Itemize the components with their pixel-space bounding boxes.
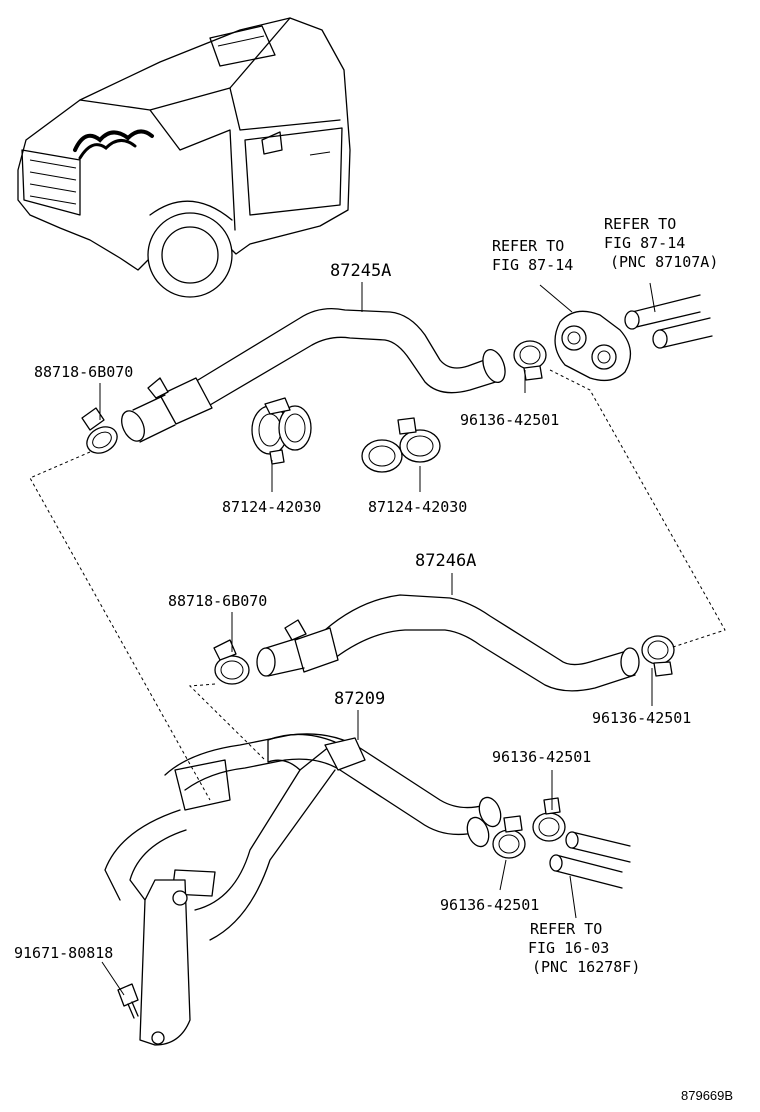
routing-lines [29, 369, 726, 801]
clamp-88718-upper [81, 407, 118, 454]
ref-center-line2: FIG 87-14 [492, 256, 573, 274]
clamp-96136-lower-bottom [492, 815, 526, 859]
label-96136-upper: 96136-42501 [460, 411, 559, 429]
label-87245a: 87245A [330, 261, 391, 281]
label-87209: 87209 [334, 689, 385, 709]
clamp-96136-lower-top [532, 797, 566, 842]
vehicle-illustration [17, 17, 351, 298]
label-87124-left: 87124-42030 [222, 498, 321, 516]
heater-pipes-lower [549, 831, 631, 889]
part-labels: 87245A 88718-6B070 96136-42501 87124-420… [14, 215, 733, 1103]
label-88718-upper: 88718-6B070 [34, 363, 133, 381]
clamp-96136-middle [641, 635, 675, 677]
hose-87245a [121, 307, 506, 443]
label-96136-lower-bottom: 96136-42501 [440, 896, 539, 914]
ref-right-line3: (PNC 87107A) [610, 253, 718, 271]
hose-bracket [139, 879, 191, 1046]
hose-87209 [104, 733, 502, 941]
ref-bottom-line3: (PNC 16278F) [532, 958, 640, 976]
clamp-88718-middle [213, 639, 250, 685]
ref-center-line1: REFER TO [492, 237, 564, 255]
ref-bottom-line2: FIG 16-03 [528, 939, 609, 957]
hose-87246a [256, 594, 640, 692]
ref-right-line2: FIG 87-14 [604, 234, 685, 252]
ref-right-line1: REFER TO [604, 215, 676, 233]
clamp-96136-upper [513, 340, 547, 381]
figure-id: 879669B [681, 1088, 733, 1103]
clip-87124-right [361, 417, 441, 473]
label-88718-middle: 88718-6B070 [168, 592, 267, 610]
highlighted-hose-icon [73, 129, 154, 152]
label-87124-right: 87124-42030 [368, 498, 467, 516]
ref-bottom-line1: REFER TO [530, 920, 602, 938]
clip-87124-left [251, 397, 312, 465]
label-96136-lower-top: 96136-42501 [492, 748, 591, 766]
label-91671-bolt: 91671-80818 [14, 944, 113, 962]
bolt-91671 [117, 983, 139, 1019]
heater-pipes-upper [624, 294, 713, 349]
leader-lines [99, 282, 656, 996]
grommet-plate [554, 310, 632, 382]
label-96136-middle: 96136-42501 [592, 709, 691, 727]
label-87246a: 87246A [415, 551, 476, 571]
